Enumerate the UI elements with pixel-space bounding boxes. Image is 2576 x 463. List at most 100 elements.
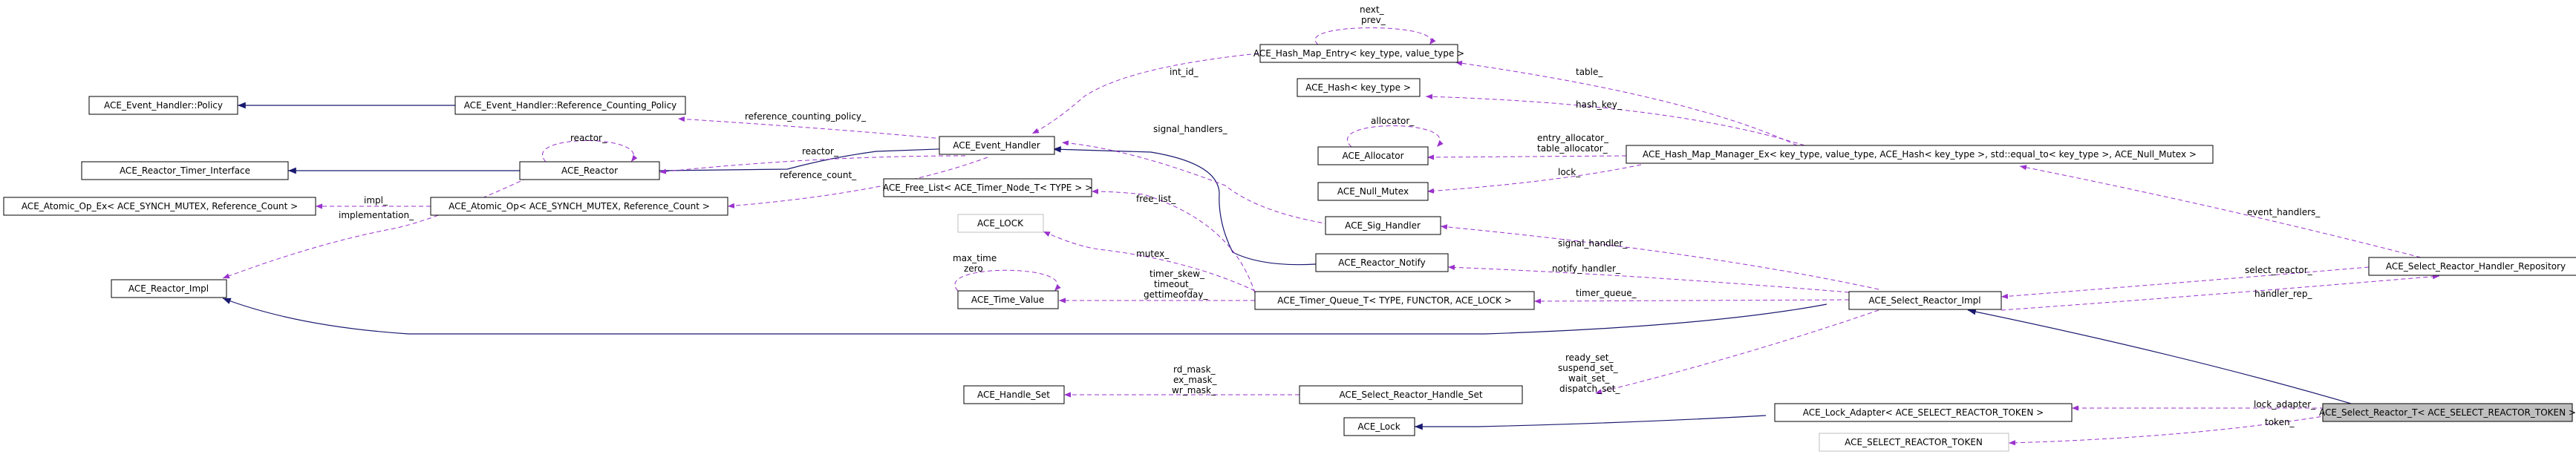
node-null-mutex[interactable]: ACE_Null_Mutex — [1317, 182, 1429, 201]
node-ace-lock-grey[interactable]: ACE_LOCK — [957, 214, 1044, 233]
edge-event-handler-to-atomic-op — [727, 157, 988, 208]
edge-select-impl-to-reactor-notify — [1447, 264, 1850, 293]
node-hash-label: ACE_Hash< key_type > — [1305, 82, 1411, 93]
node-allocator[interactable]: ACE_Allocator — [1317, 146, 1429, 165]
label-implementation: implementation_ — [339, 210, 414, 220]
node-free-list[interactable]: ACE_Free_List< ACE_Timer_Node_T< TYPE > … — [883, 178, 1092, 197]
edge-select-impl-to-handle-set — [1594, 309, 1879, 395]
label-lock-adapter: lock_adapter_ — [2254, 399, 2316, 410]
node-sig-handler-label: ACE_Sig_Handler — [1345, 220, 1421, 231]
node-token-label: ACE_SELECT_REACTOR_TOKEN — [1845, 437, 1983, 447]
node-hash-map-entry[interactable]: ACE_Hash_Map_Entry< key_type, value_type… — [1253, 44, 1464, 63]
node-hash-map-manager[interactable]: ACE_Hash_Map_Manager_Ex< key_type, value… — [1626, 145, 2214, 164]
node-free-list-label: ACE_Free_List< ACE_Timer_Node_T< TYPE > … — [883, 183, 1092, 193]
label-hash-key: hash_key_ — [1576, 99, 1623, 110]
label-event-handlers: event_handlers_ — [2247, 207, 2321, 217]
node-reactor-notify[interactable]: ACE_Reactor_Notify — [1315, 253, 1449, 272]
node-hash-map-manager-label: ACE_Hash_Map_Manager_Ex< key_type, value… — [1643, 149, 2197, 160]
node-sig-handler[interactable]: ACE_Sig_Handler — [1325, 216, 1441, 235]
label-impl: impl_ — [364, 195, 388, 206]
label-prev: prev_ — [1361, 15, 1386, 25]
node-ace-lock-grey-label: ACE_LOCK — [977, 218, 1024, 229]
label-reactor-eh: reactor_ — [802, 146, 839, 157]
edge-timer-queue-to-free-list — [1091, 188, 1256, 294]
node-timer-interface[interactable]: ACE_Reactor_Timer_Interface — [81, 161, 289, 180]
node-atomic-op[interactable]: ACE_Atomic_Op< ACE_SYNCH_MUTEX, Referenc… — [430, 197, 728, 216]
label-signal-handlers: signal_handlers_ — [1153, 124, 1228, 134]
label-ready-set: ready_set_ — [1565, 352, 1614, 363]
label-gettimeofday: gettimeofday_ — [1144, 289, 1208, 300]
label-zero: zero — [964, 263, 983, 274]
node-select-reactor-t[interactable]: ACE_Select_Reactor_T< ACE_SELECT_REACTOR… — [2319, 403, 2576, 422]
node-ace-lock-label: ACE_Lock — [1357, 421, 1400, 432]
label-dispatch-set: dispatch_set_ — [1559, 384, 1620, 394]
node-lock-adapter[interactable]: ACE_Lock_Adapter< ACE_SELECT_REACTOR_TOK… — [1774, 403, 2073, 422]
node-handle-set-label: ACE_Handle_Set — [977, 390, 1050, 400]
edge-select-impl-to-timer-queue — [1533, 298, 1850, 304]
edge-select-reactor-t-to-token — [2008, 415, 2329, 446]
label-timer-queue: timer_queue_ — [1576, 288, 1637, 298]
edge-select-impl-to-handler-repo — [2001, 274, 2440, 311]
edge-lock-adapter-to-ace-lock — [1415, 415, 1767, 430]
node-ref-counting-policy[interactable]: ACE_Event_Handler::Reference_Counting_Po… — [454, 96, 686, 115]
edge-reactor-notify-to-event-handler — [1052, 146, 1317, 266]
node-event-handler[interactable]: ACE_Event_Handler — [939, 136, 1055, 155]
label-allocator-self: allocator_ — [1371, 116, 1415, 126]
node-ref-counting-policy-label: ACE_Event_Handler::Reference_Counting_Po… — [464, 100, 677, 111]
node-select-handle-set-label: ACE_Select_Reactor_Handle_Set — [1339, 390, 1482, 400]
node-time-value[interactable]: ACE_Time_Value — [957, 290, 1059, 309]
node-token[interactable]: ACE_SELECT_REACTOR_TOKEN — [1819, 433, 2009, 452]
label-reference-counting-policy: reference_counting_policy_ — [745, 111, 867, 122]
node-policy[interactable]: ACE_Event_Handler::Policy — [88, 96, 238, 115]
node-reactor-impl[interactable]: ACE_Reactor_Impl — [111, 279, 227, 298]
node-atomic-op-ex[interactable]: ACE_Atomic_Op_Ex< ACE_SYNCH_MUTEX, Refer… — [3, 197, 316, 216]
node-time-value-label: ACE_Time_Value — [971, 295, 1044, 305]
node-select-handle-set[interactable]: ACE_Select_Reactor_Handle_Set — [1299, 385, 1523, 404]
edge-allocator-self — [1347, 125, 1444, 148]
label-wait-set: wait_set_ — [1568, 373, 1611, 384]
label-lock: lock_ — [1558, 167, 1581, 177]
node-policy-label: ACE_Event_Handler::Policy — [104, 100, 223, 111]
node-atomic-op-ex-label: ACE_Atomic_Op_Ex< ACE_SYNCH_MUTEX, Refer… — [22, 201, 298, 211]
label-table: table_ — [1576, 67, 1603, 77]
label-entry-allocator: entry_allocator_ — [1537, 133, 1609, 143]
node-reactor-impl-label: ACE_Reactor_Impl — [128, 283, 209, 294]
label-handler-rep: handler_rep_ — [2254, 289, 2313, 299]
node-handler-repository-label: ACE_Select_Reactor_Handler_Repository — [2386, 261, 2566, 272]
edge-hash-map-entry-to-event-handler — [1031, 53, 1259, 134]
edge-select-impl-to-sig-handler — [1440, 224, 1879, 290]
node-timer-queue-label: ACE_Timer_Queue_T< TYPE, FUNCTOR, ACE_LO… — [1277, 295, 1512, 306]
node-reactor[interactable]: ACE_Reactor — [519, 161, 660, 180]
node-handler-repository[interactable]: ACE_Select_Reactor_Handler_Repository — [2368, 257, 2576, 276]
label-wr-mask: wr_mask_ — [1172, 385, 1216, 395]
node-timer-interface-label: ACE_Reactor_Timer_Interface — [120, 165, 250, 176]
label-free-list: free_list_ — [1136, 194, 1176, 204]
label-reference-count: reference_count_ — [780, 170, 857, 180]
node-select-reactor-impl[interactable]: ACE_Select_Reactor_Impl — [1848, 291, 2002, 310]
inheritance-edges — [222, 102, 2362, 430]
label-reactor-self: reactor_ — [570, 133, 607, 143]
edge-handler-repo-to-select-impl — [2001, 266, 2370, 299]
edge-manager-to-hash-map-entry — [1455, 60, 1798, 146]
label-timer-skew: timer_skew_ — [1150, 269, 1205, 279]
edge-select-reactor-impl-to-reactor-impl — [222, 298, 1827, 335]
edge-policy-to-ref-counting — [677, 116, 966, 142]
node-event-handler-label: ACE_Event_Handler — [953, 140, 1040, 151]
label-token: token_ — [2265, 417, 2295, 427]
label-table-allocator: table_allocator_ — [1537, 143, 1608, 154]
node-select-reactor-impl-label: ACE_Select_Reactor_Impl — [1868, 295, 1980, 306]
node-hash-map-entry-label: ACE_Hash_Map_Entry< key_type, value_type… — [1253, 48, 1464, 59]
label-max-time: max_time — [953, 253, 997, 263]
edge-manager-to-null-mutex — [1426, 164, 1642, 194]
node-select-reactor-t-label: ACE_Select_Reactor_T< ACE_SELECT_REACTOR… — [2319, 407, 2576, 418]
edge-reactor-to-reactor-impl — [222, 177, 528, 279]
edge-manager-to-allocator — [1426, 154, 1627, 160]
node-handle-set[interactable]: ACE_Handle_Set — [963, 385, 1065, 404]
label-suspend-set: suspend_set_ — [1558, 363, 1619, 373]
node-ace-lock[interactable]: ACE_Lock — [1343, 417, 1415, 436]
node-timer-queue[interactable]: ACE_Timer_Queue_T< TYPE, FUNCTOR, ACE_LO… — [1254, 291, 1535, 310]
node-hash[interactable]: ACE_Hash< key_type > — [1297, 78, 1421, 97]
node-reactor-notify-label: ACE_Reactor_Notify — [1338, 257, 1426, 268]
edge-handler-repo-to-manager — [2019, 165, 2422, 258]
